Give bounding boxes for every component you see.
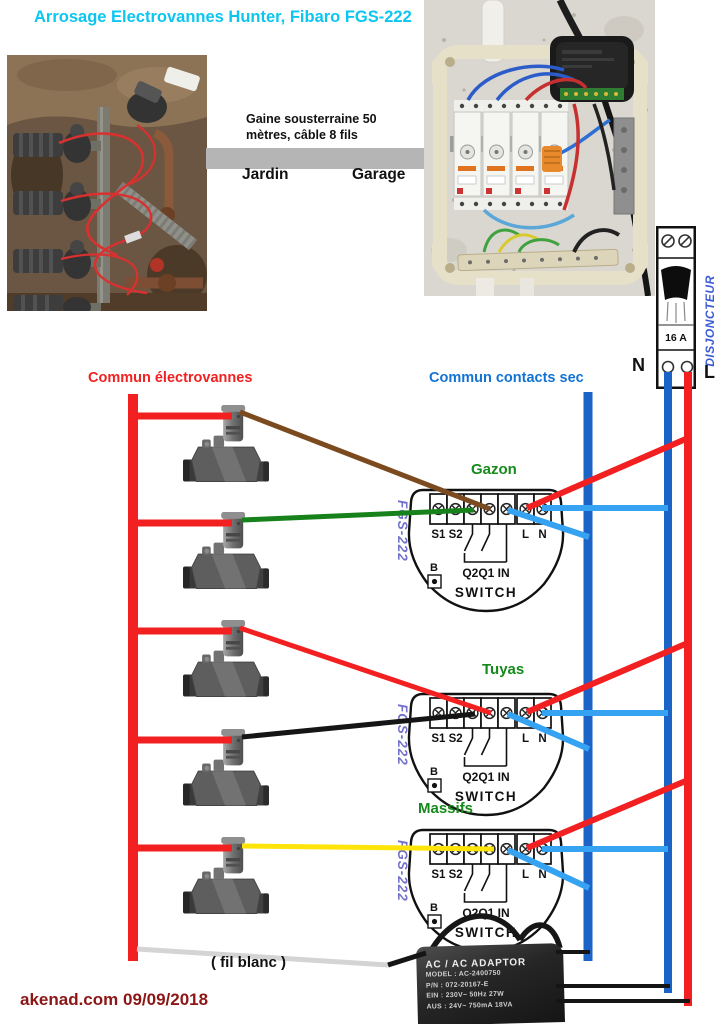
zone-label-massifs: Massifs	[418, 800, 474, 817]
s1s2-label: S1 S2	[431, 869, 462, 881]
zone-label-tuyas: Tuyas	[482, 661, 525, 678]
q2q1-in-label: Q2Q1 IN	[462, 770, 509, 784]
fgs222-model-label-3: FGS-222	[395, 840, 410, 902]
gaine-caption: Gaine sousterraine 50 mètres, câble 8 fi…	[246, 111, 377, 144]
n-terminal-label: N	[538, 529, 546, 541]
fil-blanc-label: ( fil blanc )	[211, 954, 286, 971]
b-button-dot	[431, 782, 438, 789]
credit-date: akenad.com 09/09/2018	[20, 990, 209, 1009]
relay-contacts-symbol	[463, 864, 508, 903]
commun-electrovannes-label: Commun électrovannes	[88, 370, 253, 386]
breaker-toggle	[661, 266, 691, 300]
switch-label: SWITCH	[455, 585, 517, 600]
jardin-label: Jardin	[242, 166, 289, 183]
breaker-screws	[661, 234, 692, 248]
b-label: B	[430, 766, 438, 778]
valve-2	[183, 512, 269, 589]
l-terminal-label: L	[522, 529, 529, 541]
fgs222-terminal-row	[429, 697, 552, 729]
l-terminal-label: L	[522, 869, 529, 881]
adaptor-cable	[425, 913, 563, 958]
fgs222-model-label-2: FGS-222	[395, 704, 410, 766]
valve-manifold	[13, 124, 101, 311]
valve-1	[183, 405, 269, 482]
zone-label-gazon: Gazon	[471, 461, 517, 478]
relay-contacts-symbol	[463, 524, 508, 563]
neutral-label: N	[632, 355, 645, 375]
switch-label: SWITCH	[455, 925, 517, 940]
ac-adaptor: AC / AC ADAPTOR MODEL : AC-2400750 P/N :…	[415, 943, 566, 1024]
l-terminal-label: L	[522, 733, 529, 745]
valve-5	[183, 837, 269, 914]
s1s2-label: S1 S2	[431, 529, 462, 541]
fgs222-terminal-row	[429, 493, 552, 525]
b-button-dot	[431, 578, 438, 585]
phase-label: L	[704, 362, 715, 382]
disjoncteur: 16 A	[656, 226, 696, 389]
b-button-dot	[431, 918, 438, 925]
b-label: B	[430, 562, 438, 574]
gaine-bar	[206, 148, 430, 169]
fgs222-module-gazon: S1 S2 L N Q2Q1 IN B SWITCH	[403, 484, 569, 625]
valve-4	[183, 729, 269, 806]
breaker-rating: 16 A	[665, 332, 687, 344]
fgs222-module-svg: S1 S2 L N Q2Q1 IN B SWITCH	[407, 488, 565, 613]
n-terminal-label: N	[538, 869, 546, 881]
gaine-caption-line1: Gaine sousterraine 50	[246, 112, 377, 126]
fgs222-model-label-1: FGS-222	[395, 500, 410, 562]
fibaro-module-photo	[550, 36, 634, 102]
q2q1-in-label: Q2Q1 IN	[462, 566, 509, 580]
photo-garage-panel	[424, 0, 655, 296]
garage-label: Garage	[352, 166, 406, 183]
din-modules	[453, 111, 569, 197]
earth-wires	[482, 228, 621, 253]
n-terminal-label: N	[538, 733, 546, 745]
valve-3	[183, 620, 269, 697]
adaptor-output-rating: AUS : 24V~ 750mA 18VA	[426, 1001, 513, 1011]
b-label: B	[430, 902, 438, 914]
switch-label: SWITCH	[455, 789, 517, 804]
s1s2-label: S1 S2	[431, 733, 462, 745]
page-title: Arrosage Electrovannes Hunter, Fibaro FG…	[34, 8, 412, 26]
commun-contacts-label: Commun contacts sec	[429, 370, 584, 386]
photo-jardin-valves	[7, 55, 207, 311]
fgs222-terminal-row	[429, 833, 552, 865]
gaine-caption-line2: mètres, câble 8 fils	[246, 128, 358, 143]
